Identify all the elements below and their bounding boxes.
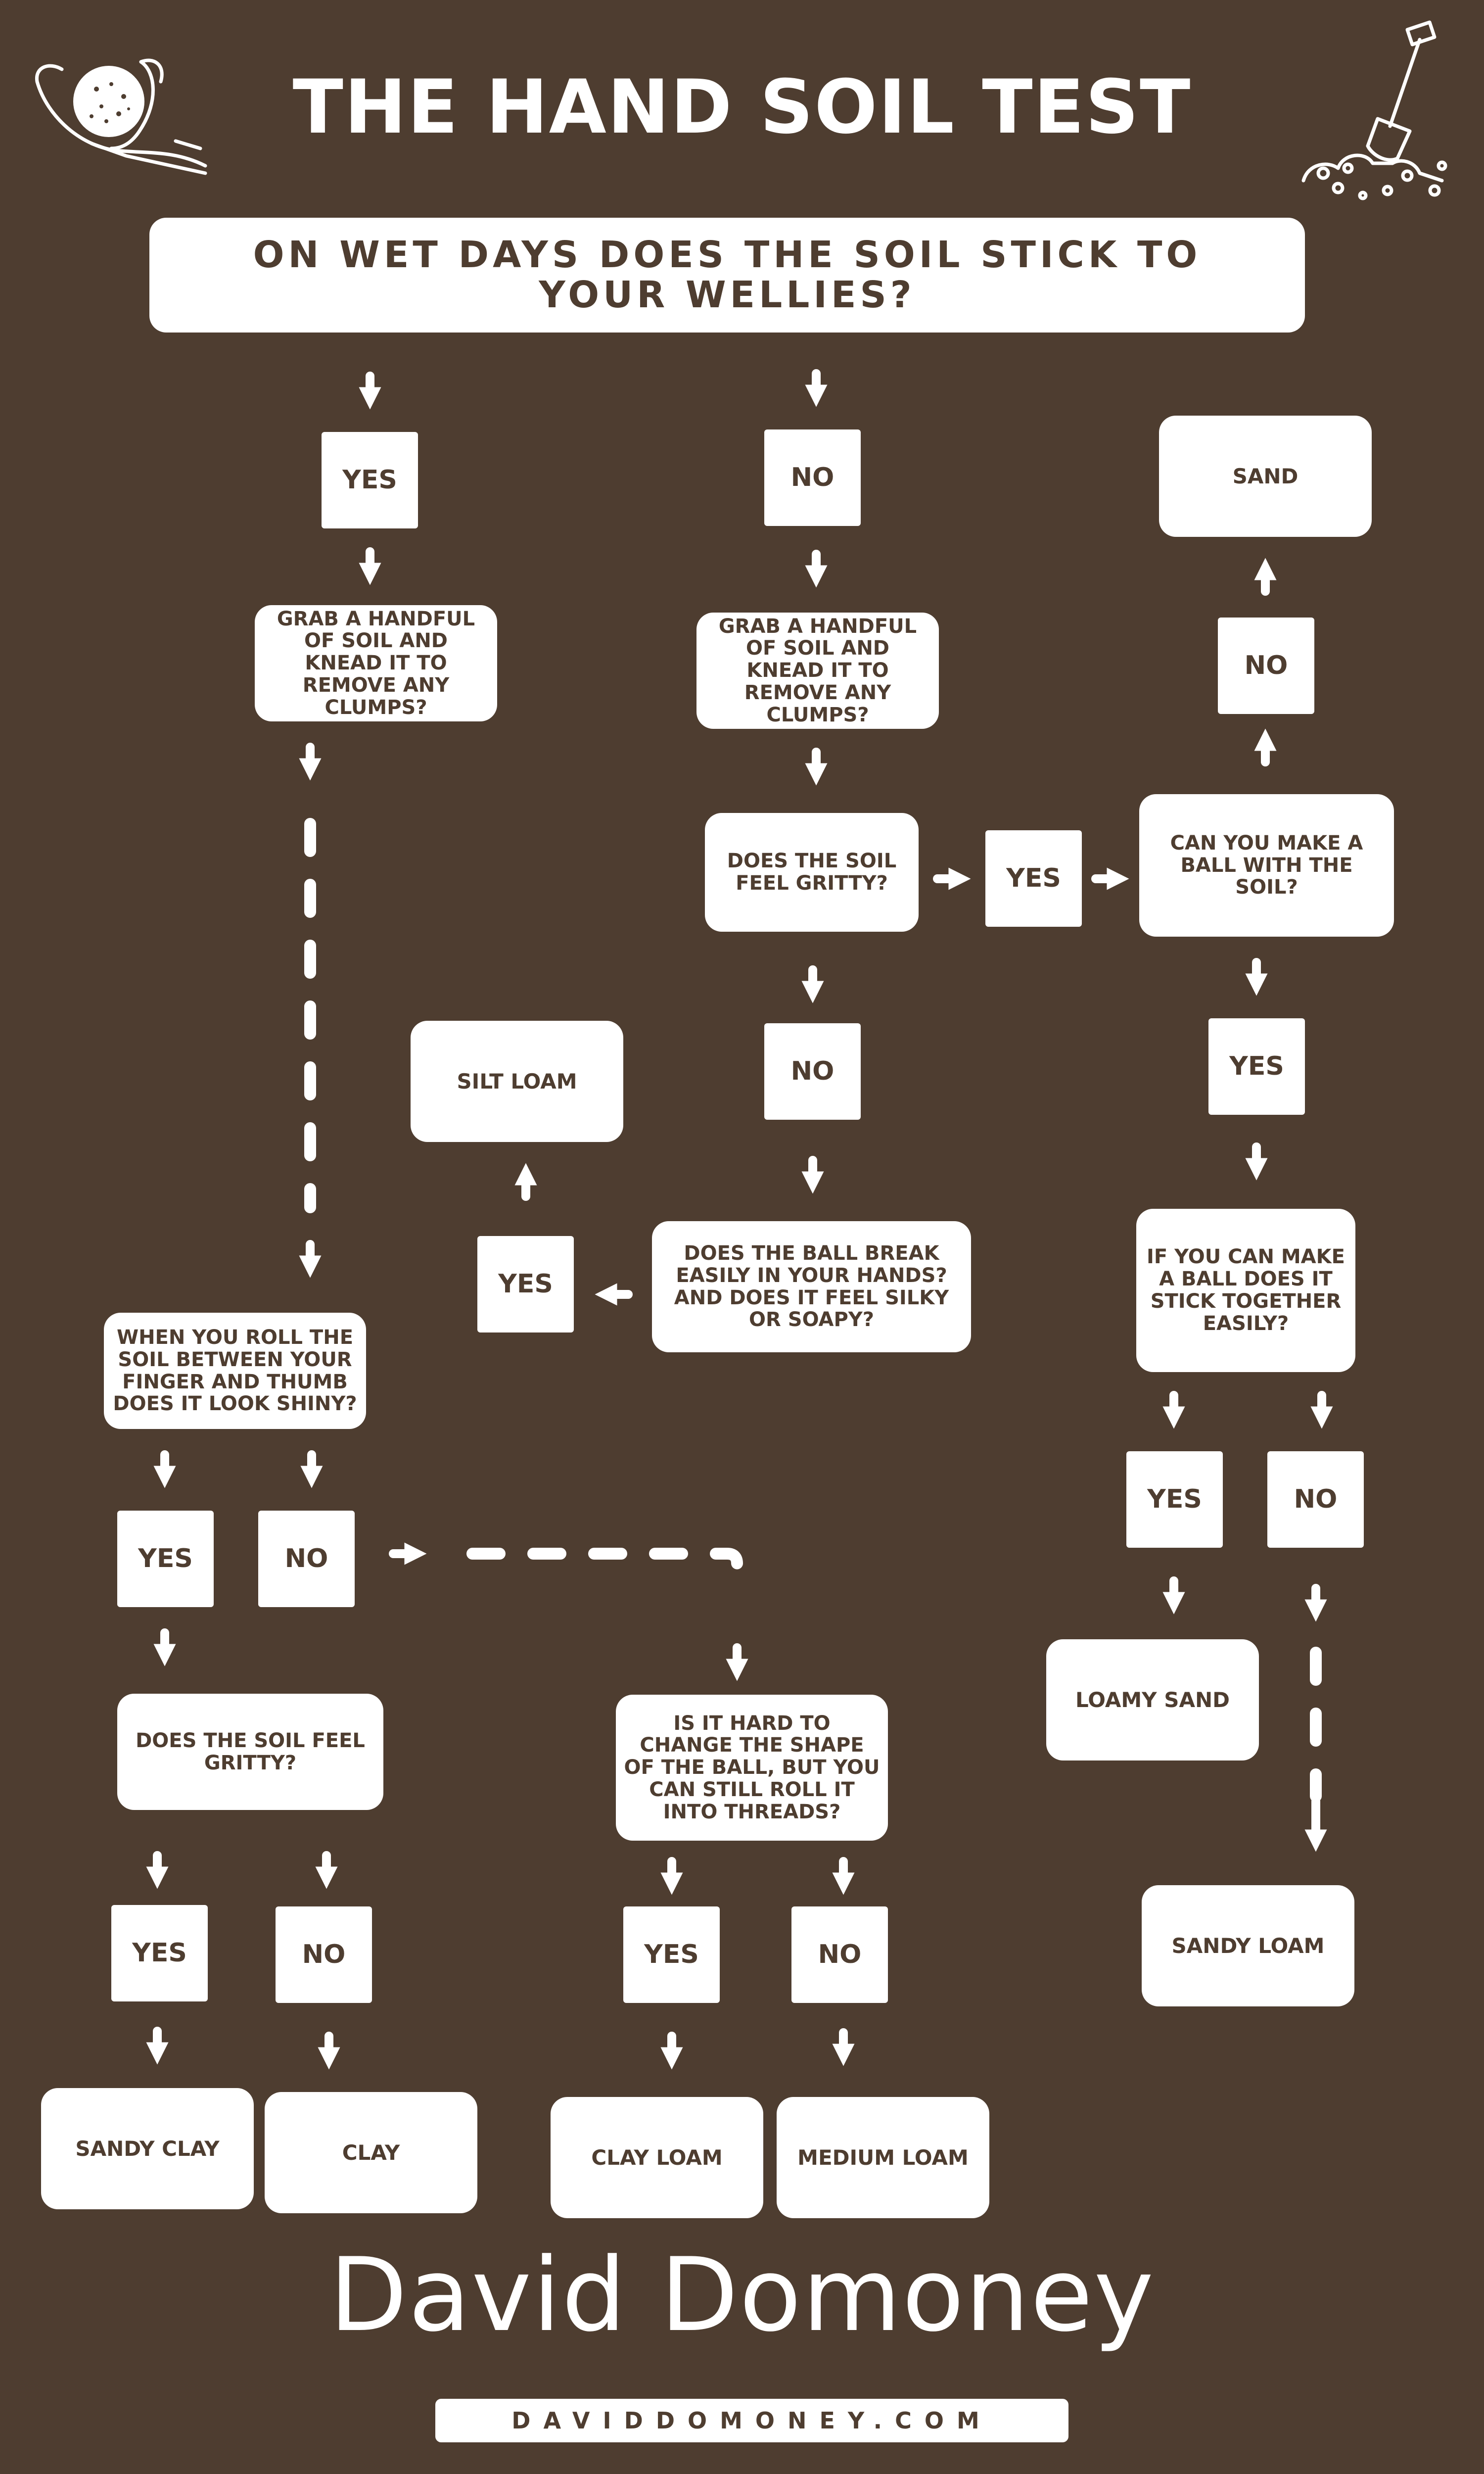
ball-question-box: CAN YOU MAKE A BALL WITH THE SOIL? (1139, 794, 1394, 937)
result-sandy-clay: SANDY CLAY (41, 2088, 254, 2209)
shiny-question-box: WHEN YOU ROLL THE SOIL BETWEEN YOUR FING… (104, 1313, 366, 1429)
result-sandy-loam: SANDY LOAM (1142, 1885, 1354, 2006)
result-loamy-sand: LOAMY SAND (1046, 1639, 1259, 1760)
main-question-text: ON WET DAYS DOES THE SOIL STICK TO YOUR … (253, 233, 1202, 316)
shovel-in-soil-icon (1301, 20, 1447, 200)
gritty-no-box-left: NO (276, 1906, 372, 2003)
gritty-yes-box-left: YES (111, 1905, 208, 2001)
shape-question-box: IS IT HARD TO CHANGE THE SHAPE OF THE BA… (616, 1695, 888, 1841)
gritty-yes-box-middle: YES (985, 830, 1082, 927)
break-yes-box: YES (477, 1236, 574, 1332)
ball-no-box: NO (1218, 618, 1314, 714)
shape-no-box: NO (791, 1906, 888, 2003)
main-question-box: ON WET DAYS DOES THE SOIL STICK TO YOUR … (149, 218, 1305, 333)
gritty-question-box-middle: DOES THE SOIL FEEL GRITTY? (705, 813, 919, 932)
result-silt-loam: SILT LOAM (411, 1021, 623, 1142)
shiny-no-box: NO (258, 1511, 355, 1607)
result-medium-loam: MEDIUM LOAM (777, 2097, 989, 2218)
no-box: NO (764, 429, 861, 526)
shape-yes-box: YES (623, 1906, 720, 2003)
brand-logo-text: David Domoney (329, 2236, 1155, 2354)
stick-question-box: IF YOU CAN MAKE A BALL DOES IT STICK TOG… (1136, 1209, 1355, 1372)
stick-no-box: NO (1267, 1451, 1364, 1548)
result-clay: CLAY (265, 2092, 477, 2213)
page-title: THE HAND SOIL TEST (292, 64, 1192, 150)
knead-question-box-middle: GRAB A HANDFUL OF SOIL AND KNEAD IT TO R… (696, 613, 939, 729)
result-sand: SAND (1159, 416, 1372, 537)
knead-question-box-left: GRAB A HANDFUL OF SOIL AND KNEAD IT TO R… (255, 605, 497, 721)
website-link[interactable]: DAVIDDOMONEY.COM (435, 2399, 1068, 2442)
dashed-connector (466, 1548, 743, 1602)
shiny-yes-box: YES (117, 1511, 214, 1607)
hand-holding-soil-icon (35, 58, 207, 175)
stick-yes-box: YES (1126, 1451, 1223, 1548)
gritty-no-box-middle: NO (764, 1023, 861, 1120)
ball-yes-box: YES (1208, 1018, 1305, 1115)
gritty-question-box-left: DOES THE SOIL FEEL GRITTY? (117, 1694, 383, 1810)
yes-box: YES (322, 432, 418, 528)
result-clay-loam: CLAY LOAM (551, 2097, 763, 2218)
break-question-box: DOES THE BALL BREAK EASILY IN YOUR HANDS… (652, 1221, 971, 1352)
